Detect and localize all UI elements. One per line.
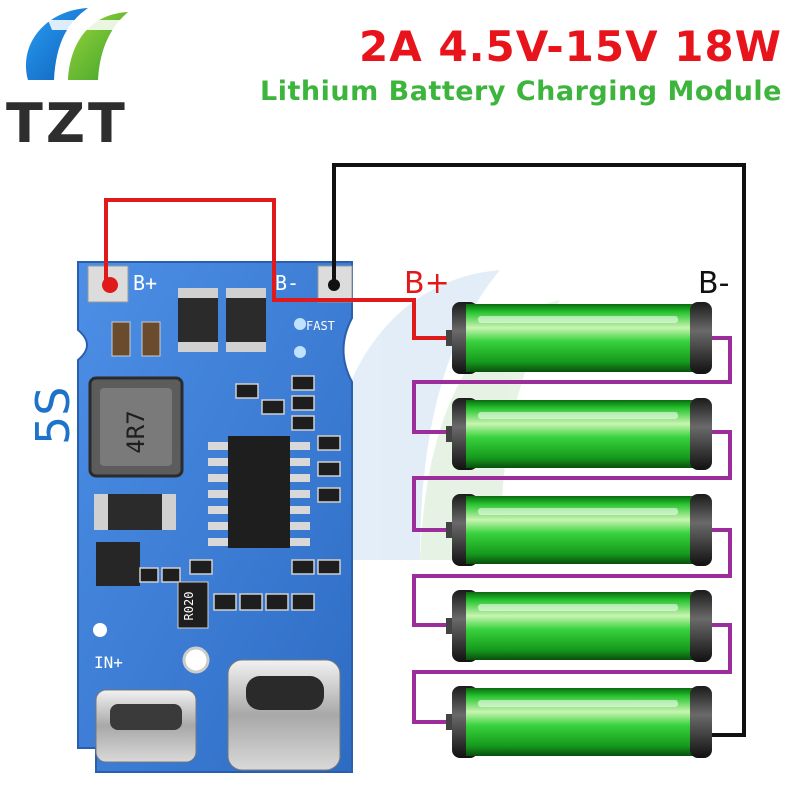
battery-cell [446,686,712,758]
input-label: IN+ [94,653,123,672]
tzt-logo-icon [26,8,128,80]
battery-pack [446,302,712,758]
battery-cell [446,494,712,566]
micro-usb-port [95,689,197,763]
usb-c-port [227,659,341,771]
negative-wire [332,163,746,737]
positive-wire [104,198,448,340]
battery-cell [446,590,712,662]
resistor-marking: R020 [182,592,196,621]
fast-label: FAST [306,319,335,333]
subline: Lithium Battery Charging Module [260,76,782,107]
charging-module-board: B+ B- 4R7 [77,261,353,773]
headline: 2A 4.5V-15V 18W [359,22,782,71]
negative-wire-label: B- [698,266,729,301]
battery-cell [446,398,712,470]
pad-minus-label: B- [275,271,299,295]
logo-text: TZT [6,92,128,155]
positive-wire-label: B+ [404,266,450,301]
inductor-marking: 4R7 [122,410,150,453]
battery-cell [446,302,712,374]
cell-link-wires [412,336,732,724]
pad-plus-label: B+ [133,271,157,295]
